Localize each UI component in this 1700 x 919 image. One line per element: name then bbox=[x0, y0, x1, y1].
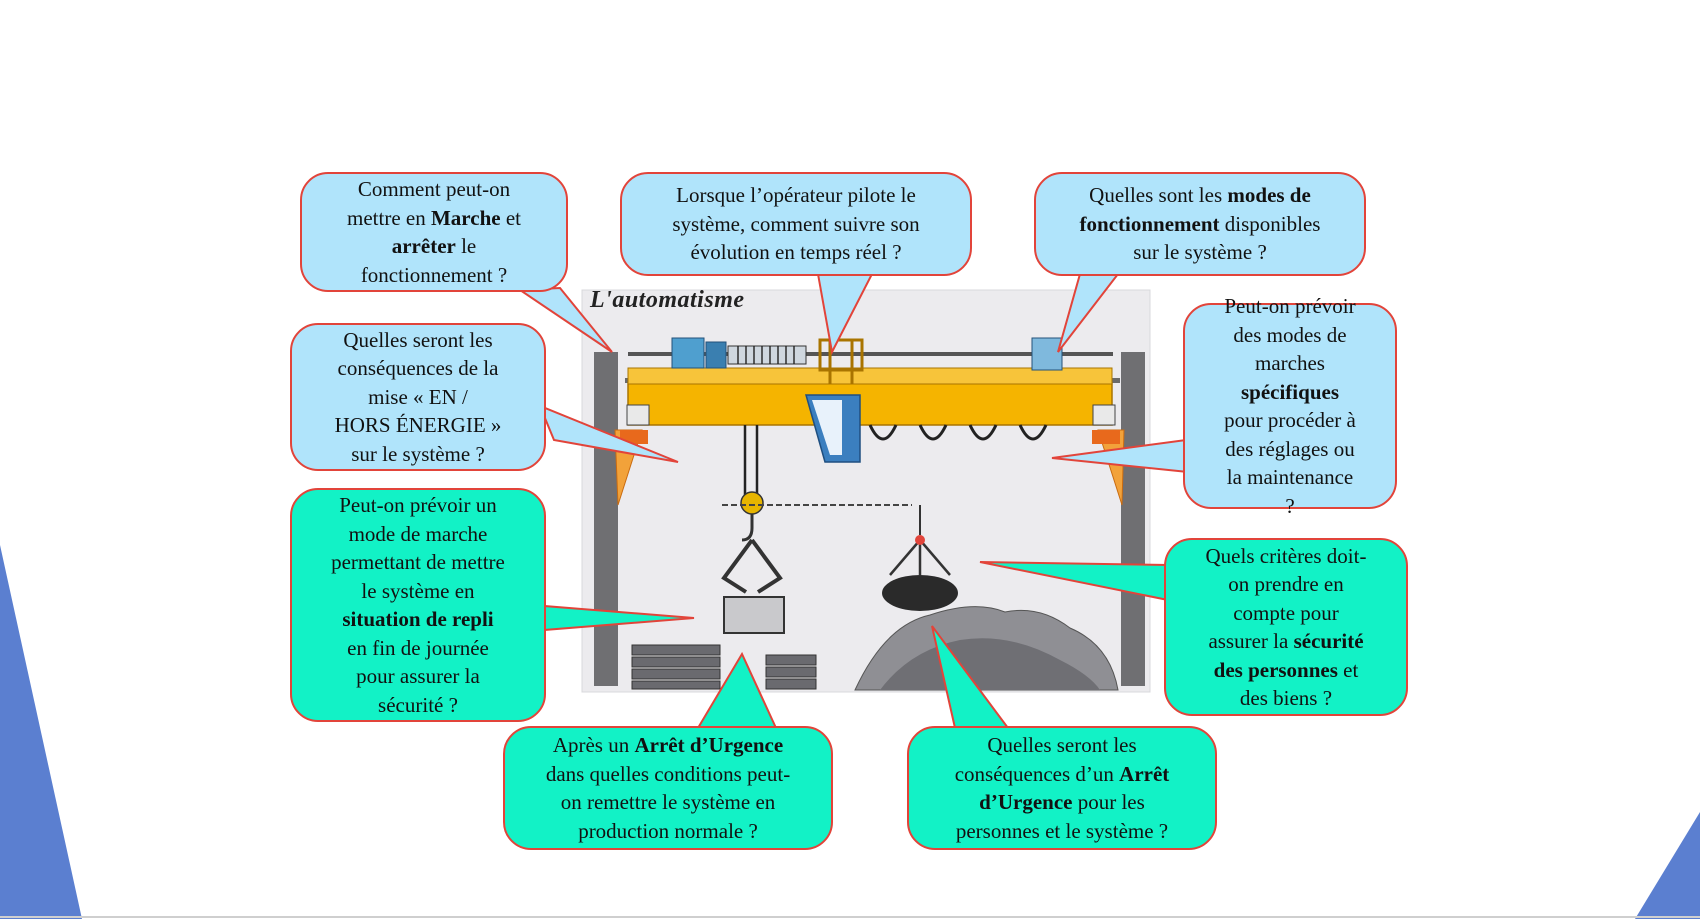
question-emergency-restart: Après un Arrêt d’Urgence dans quelles co… bbox=[503, 726, 833, 850]
question-start-stop: Comment peut-on mettre en Marche et arrê… bbox=[300, 172, 568, 292]
question-operator-monitoring: Lorsque l’opérateur pilote le système, c… bbox=[620, 172, 972, 276]
left-pillar bbox=[594, 352, 618, 686]
left-accent-triangle bbox=[0, 545, 82, 919]
right-pillar bbox=[1121, 352, 1145, 686]
question-operating-modes: Quelles sont les modes de fonctionnement… bbox=[1034, 172, 1366, 276]
question-specific-modes: Peut-on prévoir des modes de marches spé… bbox=[1183, 294, 1397, 518]
clamp bbox=[721, 538, 783, 594]
question-fallback-mode: Peut-on prévoir un mode de marche permet… bbox=[290, 488, 546, 722]
stacked-plates bbox=[631, 644, 817, 690]
crane-girder bbox=[627, 382, 1113, 426]
callout-pointers bbox=[516, 273, 1190, 729]
grab-bucket bbox=[889, 539, 951, 576]
right-accent-triangle bbox=[1635, 812, 1700, 919]
question-emergency-consequences: Quelles seront les conséquences d’un Arr… bbox=[907, 726, 1217, 850]
question-energy-consequences: Quelles seront les conséquences de la mi… bbox=[290, 323, 546, 471]
question-safety-criteria: Quels critères doit- on prendre en compt… bbox=[1164, 538, 1408, 716]
diagram-title: L'automatisme bbox=[590, 287, 745, 313]
